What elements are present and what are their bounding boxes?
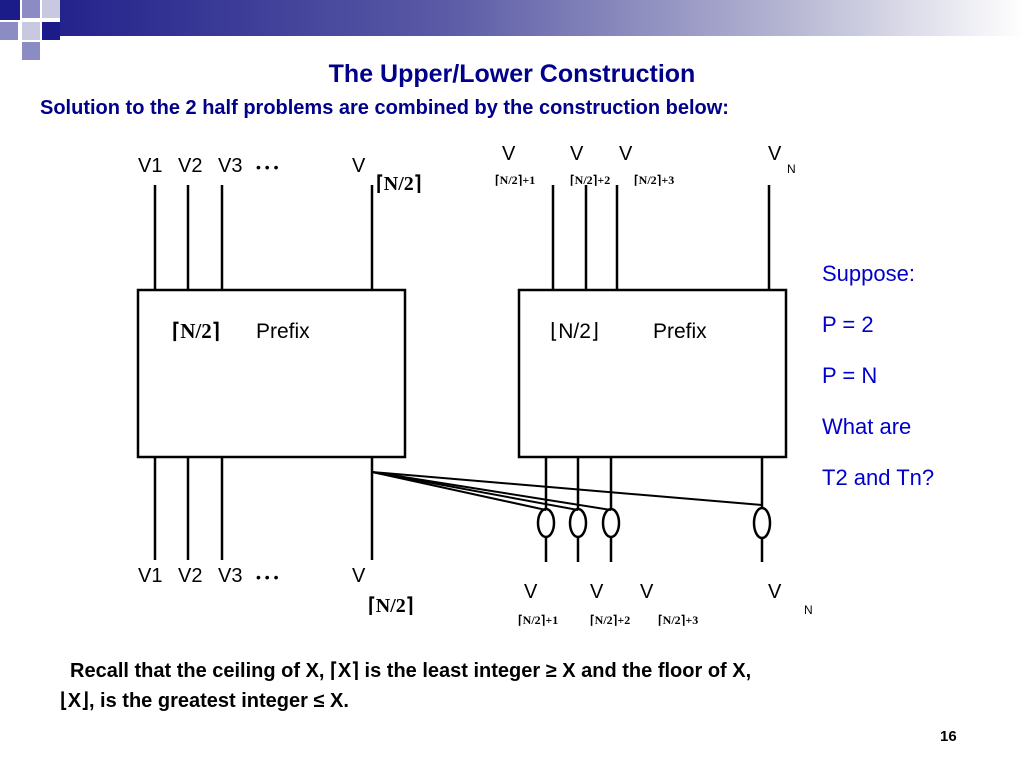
suppose-line: Suppose: bbox=[822, 261, 915, 286]
top-label-vlast-sub: ⌈N/2⌉ bbox=[376, 173, 422, 195]
upper-lower-diagram: V1 V2 V3 • • • V ⌈N/2⌉ V ⌈N/2⌉+1 V ⌈N/2⌉… bbox=[136, 143, 813, 627]
suppose-line: What are bbox=[822, 414, 912, 439]
top-right-vn-sub: N bbox=[787, 162, 796, 176]
corner-decoration bbox=[0, 0, 60, 60]
top-label-v3: V3 bbox=[218, 155, 242, 177]
top-label-vlast: V bbox=[352, 155, 366, 177]
recall-line-2: ⌊X⌋, is the greatest integer ≤ X. bbox=[60, 690, 349, 712]
top-right-v3: V bbox=[619, 143, 633, 165]
right-block-size: ⌊N/2⌋ bbox=[550, 320, 599, 343]
top-label-dots: • • • bbox=[256, 159, 279, 175]
right-prefix-block bbox=[517, 288, 788, 459]
bottom-label-dots: • • • bbox=[256, 569, 279, 585]
slide-title: The Upper/Lower Construction bbox=[328, 60, 696, 88]
top-right-vn: V bbox=[768, 143, 782, 165]
combine-lines bbox=[371, 471, 763, 511]
recall-line-1: Recall that the ceiling of X, ⌈X⌉ is the… bbox=[70, 660, 752, 682]
suppose-question: Suppose: P = 2 P = N What are T2 and Tn? bbox=[822, 248, 934, 503]
right-block-label: Prefix bbox=[653, 320, 707, 343]
recall-note: Recall that the ceiling of X, ⌈X⌉ is the… bbox=[60, 656, 980, 716]
bottom-right-v2: V bbox=[590, 581, 604, 603]
bottom-label-v1: V1 bbox=[138, 565, 162, 587]
bottom-right-vn: V bbox=[768, 581, 782, 603]
top-right-v3-sub: ⌈N/2⌉+3 bbox=[634, 173, 674, 187]
bottom-label-vlast: V bbox=[352, 565, 366, 587]
top-right-v2: V bbox=[570, 143, 584, 165]
bottom-label-vlast-sub: ⌈N/2⌉ bbox=[368, 595, 414, 617]
slide-number: 16 bbox=[940, 728, 957, 745]
operator-ovals bbox=[536, 506, 772, 540]
operator-oval-n bbox=[752, 506, 772, 540]
bottom-right-vn-sub: N bbox=[804, 603, 813, 617]
bottom-right-v3: V bbox=[640, 581, 654, 603]
operator-oval-2 bbox=[568, 507, 588, 539]
top-right-v1: V bbox=[502, 143, 516, 165]
suppose-line: P = 2 bbox=[822, 312, 874, 337]
top-wires bbox=[153, 185, 771, 290]
slide-subtitle: Solution to the 2 half problems are comb… bbox=[40, 97, 729, 119]
bottom-label-v2: V2 bbox=[178, 565, 202, 587]
left-block-size: ⌈N/2⌉ bbox=[172, 319, 220, 343]
top-right-v2-sub: ⌈N/2⌉+2 bbox=[570, 173, 610, 187]
header-bar bbox=[60, 0, 1024, 36]
suppose-line: P = N bbox=[822, 363, 878, 388]
bottom-right-v1-sub: ⌈N/2⌉+1 bbox=[518, 613, 558, 627]
operator-oval-1 bbox=[536, 507, 556, 539]
bottom-wires bbox=[153, 457, 764, 562]
suppose-line: T2 and Tn? bbox=[822, 465, 935, 490]
bottom-right-v2-sub: ⌈N/2⌉+2 bbox=[590, 613, 630, 627]
bottom-label-v3: V3 bbox=[218, 565, 242, 587]
bottom-right-v1: V bbox=[524, 581, 538, 603]
left-block-label: Prefix bbox=[256, 320, 310, 343]
top-label-v1: V1 bbox=[138, 155, 162, 177]
top-right-v1-sub: ⌈N/2⌉+1 bbox=[495, 173, 535, 187]
bottom-right-v3-sub: ⌈N/2⌉+3 bbox=[658, 613, 698, 627]
operator-oval-3 bbox=[601, 507, 621, 539]
left-prefix-block bbox=[136, 288, 407, 459]
top-label-v2: V2 bbox=[178, 155, 202, 177]
